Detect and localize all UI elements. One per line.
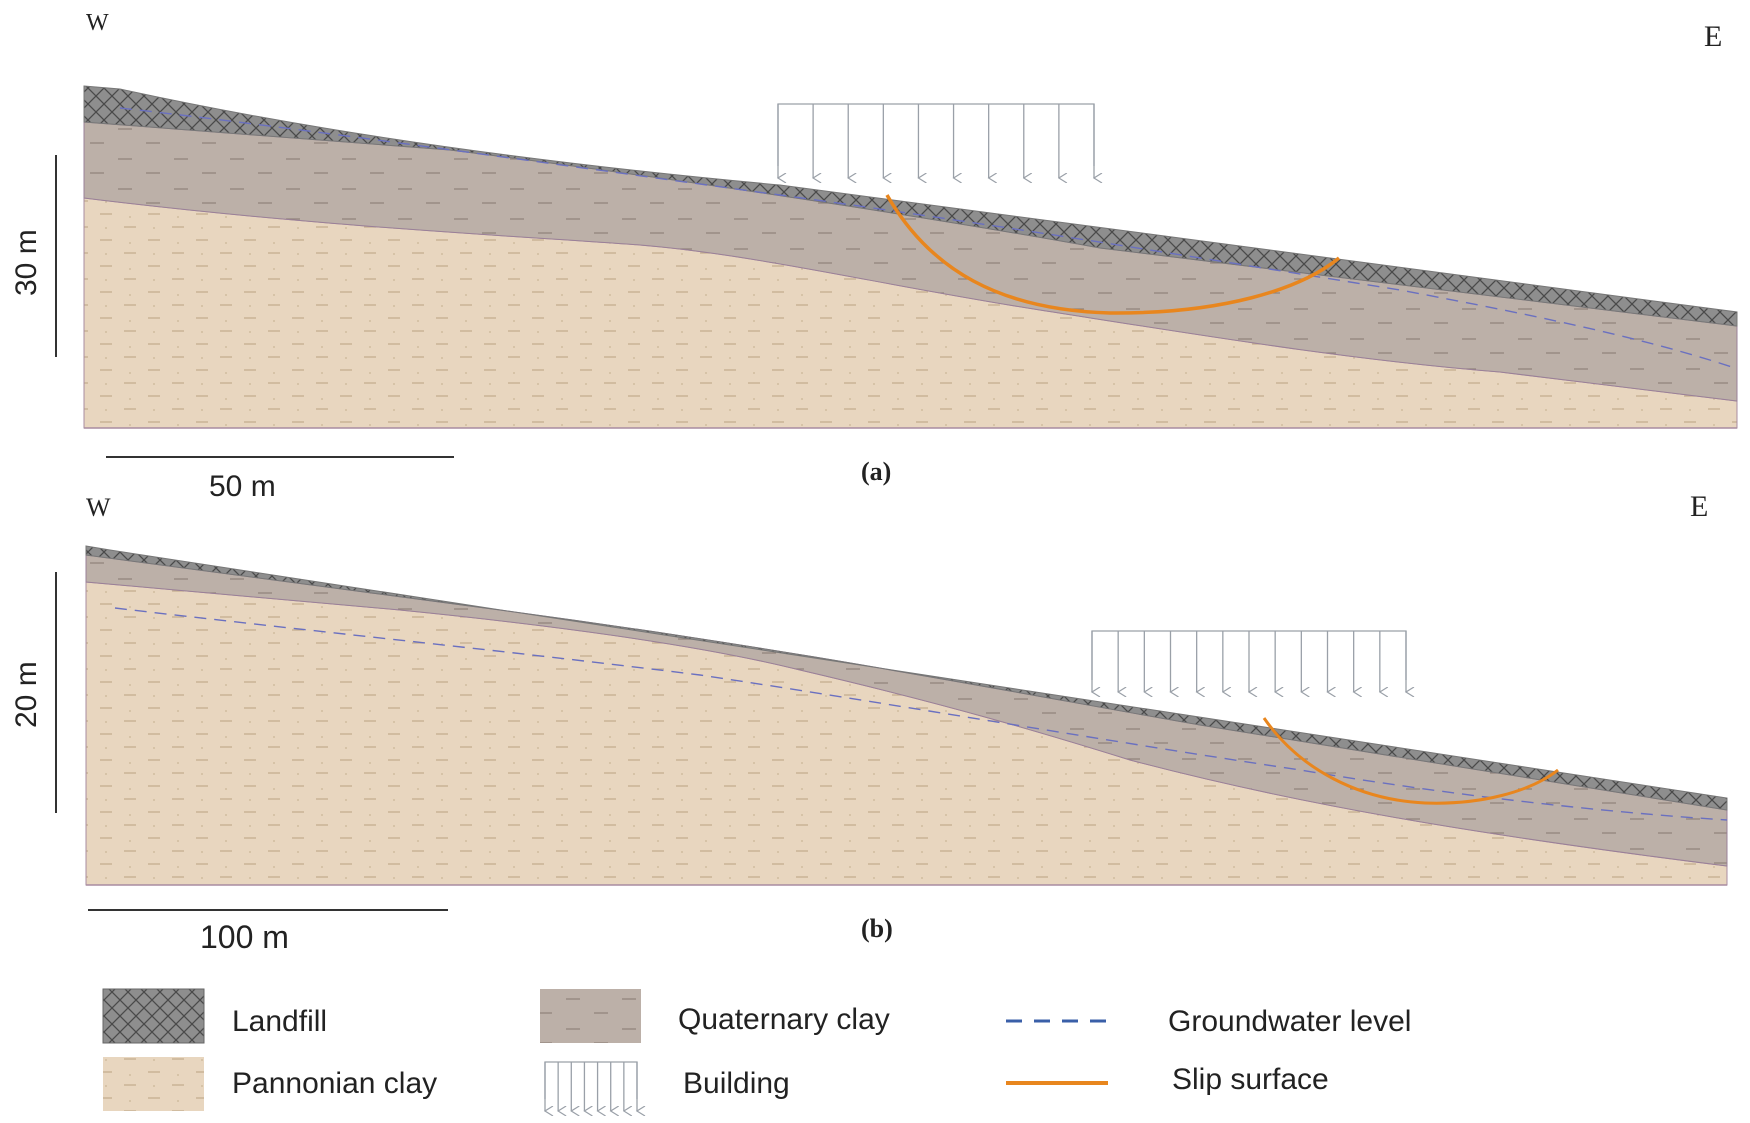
building-a (777, 103, 1095, 178)
building-frame (544, 1061, 638, 1099)
east-label-b: E (1690, 490, 1708, 523)
west-label-b: W (86, 493, 111, 522)
legend-label-quaternary: Quaternary clay (678, 1003, 890, 1036)
building-frame (777, 103, 1095, 166)
legend-label-slip: Slip surface (1172, 1063, 1329, 1096)
groundwater-line-a (119, 107, 1736, 369)
vertical-scale-label-a: 30 m (10, 229, 43, 296)
west-label-a: W (86, 10, 109, 36)
legend-swatch-quaternary (540, 989, 641, 1043)
horizontal-scale-label-a: 50 m (209, 470, 276, 503)
caption-b: (b) (861, 914, 893, 943)
slip-surface-a (885, 194, 1341, 315)
landfill-b (85, 545, 1728, 811)
east-label-a: E (1704, 20, 1722, 53)
legend-swatch-landfill (102, 988, 205, 1044)
legend-label-landfill: Landfill (232, 1005, 327, 1038)
landfill-a (83, 85, 1738, 327)
legend-swatch-building (544, 1061, 638, 1111)
groundwater-line-b (114, 607, 1728, 821)
horizontal-scale-label-b: 100 m (200, 919, 289, 955)
section-a: W E 30 m 50 m (a) (10, 10, 1738, 503)
section-b: W E 20 m 100 m (b) (10, 490, 1728, 955)
legend-label-groundwater: Groundwater level (1168, 1005, 1411, 1038)
legend: Landfill Pannonian clay Quaternary clay … (102, 988, 1411, 1111)
legend-swatch-pannonian (103, 1057, 204, 1111)
building-b (1092, 630, 1406, 692)
vertical-scale-label-b: 20 m (10, 661, 43, 728)
pannonian-clay-b (85, 581, 1728, 886)
legend-label-pannonian: Pannonian clay (232, 1067, 437, 1100)
caption-a: (a) (861, 457, 891, 486)
legend-label-building: Building (683, 1067, 790, 1100)
slip-surface-b (1262, 717, 1559, 805)
